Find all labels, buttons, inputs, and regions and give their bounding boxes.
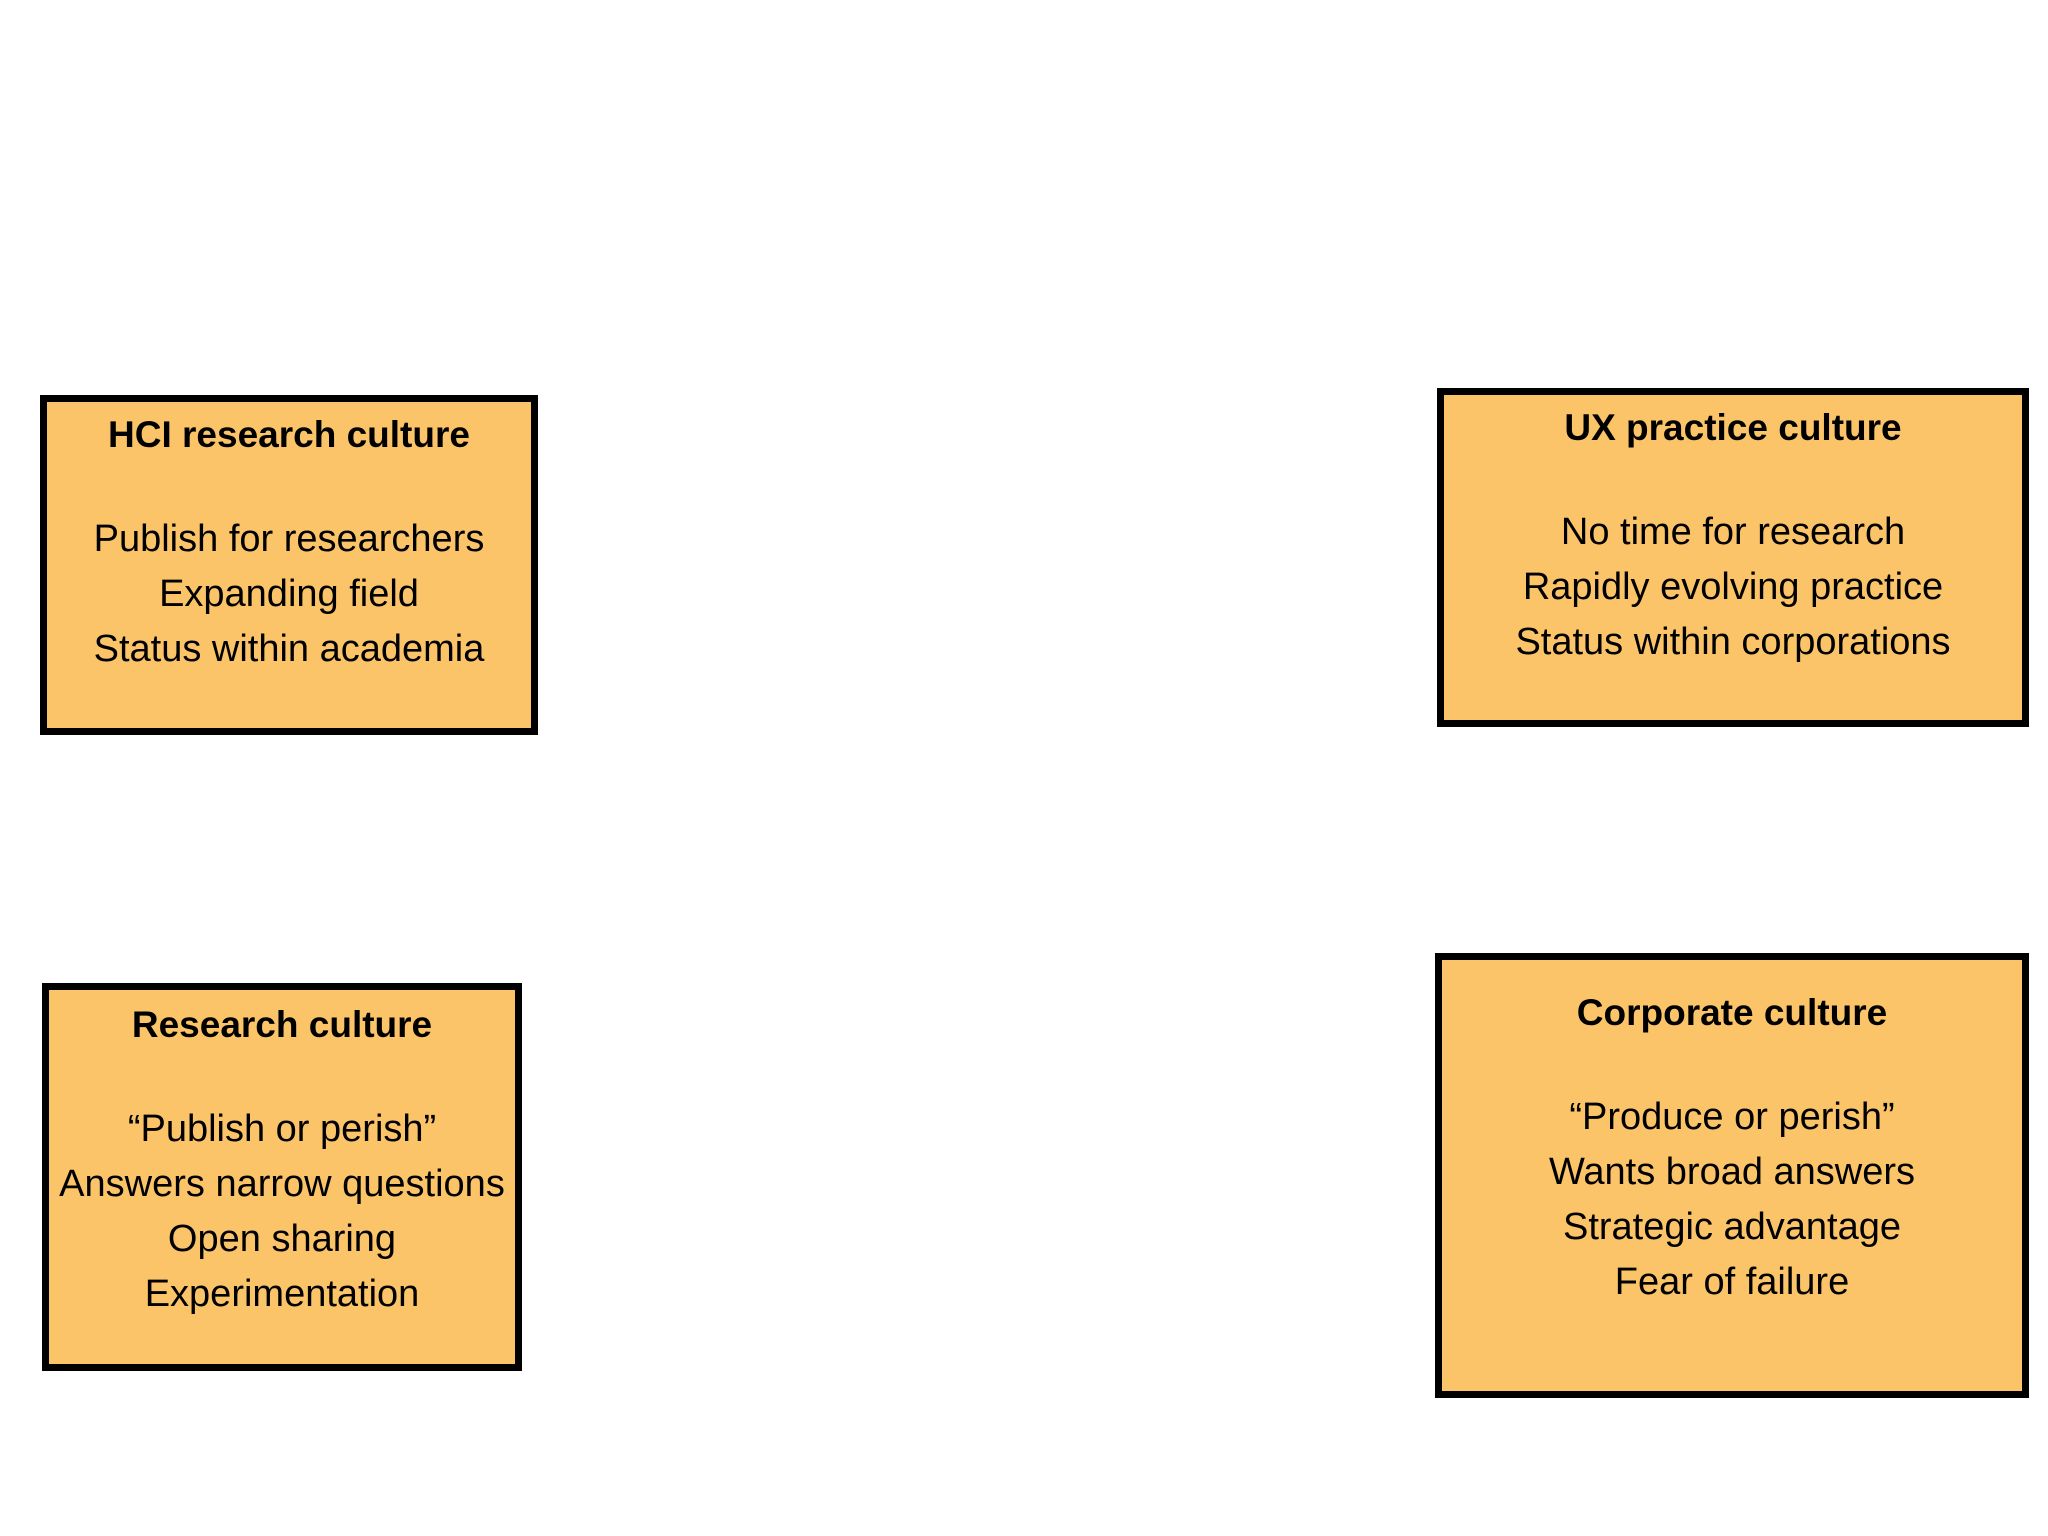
- research-culture-box: Research culture “Publish or perish” Ans…: [42, 983, 522, 1371]
- box-line: “Produce or perish”: [1569, 1096, 1895, 1138]
- corporate-culture-box: Corporate culture “Produce or perish” Wa…: [1435, 953, 2029, 1398]
- box-line: Experimentation: [144, 1273, 420, 1315]
- box-line: “Publish or perish”: [127, 1108, 437, 1150]
- box-line: Rapidly evolving practice: [1522, 566, 1944, 608]
- box-line: Publish for researchers: [93, 518, 485, 560]
- box-line: Strategic advantage: [1562, 1206, 1901, 1248]
- box-line: Expanding field: [159, 573, 419, 615]
- box-spacer: [49, 1051, 515, 1102]
- box-spacer: [47, 461, 531, 512]
- box-line: No time for research: [1560, 511, 1906, 553]
- box-line: Fear of failure: [1614, 1261, 1850, 1303]
- box-title: Research culture: [131, 1004, 433, 1045]
- box-line: Wants broad answers: [1548, 1151, 1916, 1193]
- box-line: Status within corporations: [1515, 621, 1951, 663]
- box-line: Status within academia: [93, 628, 485, 670]
- ux-practice-culture-box: UX practice culture No time for research…: [1437, 388, 2029, 727]
- box-title: Corporate culture: [1576, 992, 1888, 1033]
- box-spacer: [1444, 454, 2022, 505]
- box-title: UX practice culture: [1564, 407, 1902, 448]
- hci-research-culture-box: HCI research culture Publish for researc…: [40, 395, 538, 735]
- box-title: HCI research culture: [108, 414, 470, 455]
- box-line: Answers narrow questions: [59, 1163, 505, 1205]
- box-spacer: [1442, 1039, 2022, 1090]
- box-line: Open sharing: [167, 1218, 397, 1260]
